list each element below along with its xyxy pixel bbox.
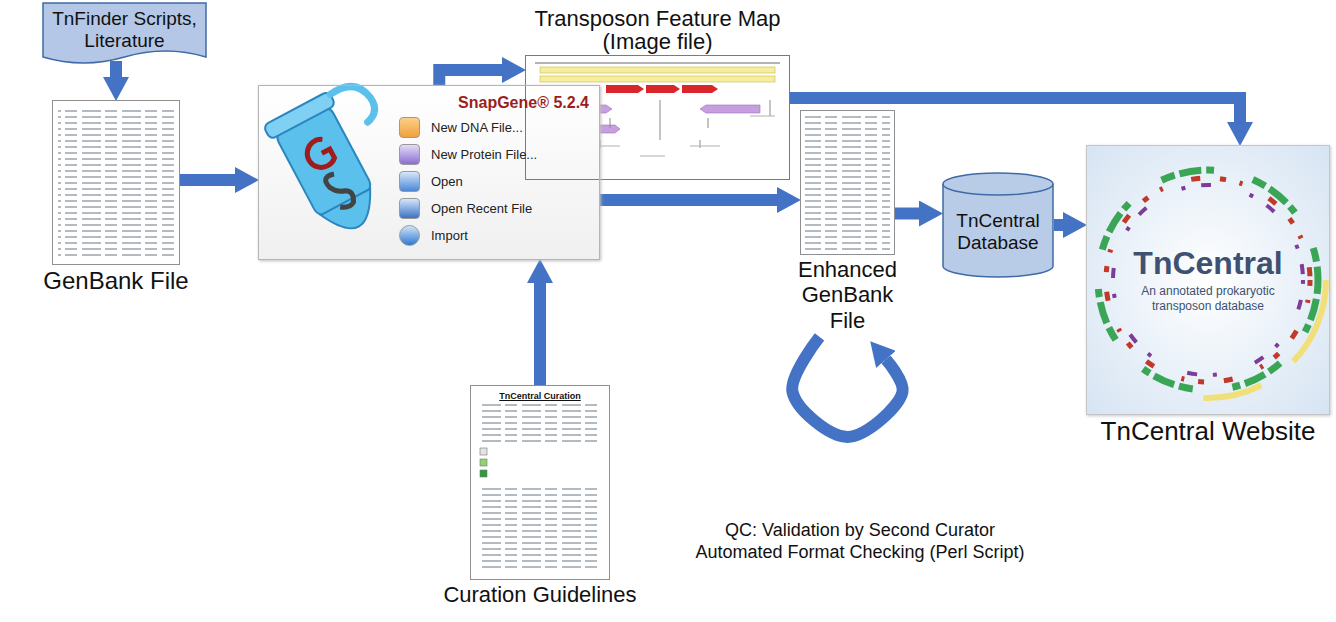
loop-arrow <box>792 337 902 437</box>
cylinder-body <box>943 173 1053 277</box>
flow-arrow <box>895 208 919 220</box>
webtitle-text: TnCentral <box>1133 246 1282 281</box>
snaptitle-text: SnapGene® 5.2.4 <box>259 86 599 116</box>
snapgene-window-background <box>259 86 599 259</box>
tncentral-website-picture <box>1086 145 1330 415</box>
below-text: GenBank File <box>26 267 206 295</box>
tncentral-website-picture <box>1113 185 1303 375</box>
cylinder-rim <box>943 184 1053 195</box>
genbank-file-thumbnail <box>58 106 174 259</box>
image-box: Transposon Feature Map (Image file) <box>525 55 790 180</box>
genbank-file-thumbnail <box>52 100 180 265</box>
above-text: Transposon Feature Map (Image file) <box>523 7 793 53</box>
document-box: TnCentral CurationCuration Guidelines <box>470 385 610 580</box>
enhanced-file-thumbnail <box>805 115 890 250</box>
snapgene-tube-logo <box>263 75 421 244</box>
genbank-file-thumbnail <box>52 100 180 265</box>
banner-outline <box>43 3 206 63</box>
file-box: GenBank File <box>52 100 180 265</box>
feature-map-picture <box>535 62 780 64</box>
curation-guidelines-thumbnail <box>470 385 610 580</box>
software-box: SnapGene® 5.2.4New DNA File...New Protei… <box>258 85 600 260</box>
menu-text: Open Recent File <box>399 197 599 224</box>
below-text: Curation Guidelines <box>420 582 660 607</box>
source-banner: TnFinder Scripts, Literature <box>42 2 207 67</box>
tncentral-website-picture <box>1098 170 1318 390</box>
flow-arrow <box>439 70 502 85</box>
feature-map-picture <box>700 105 760 113</box>
snapgene-window-background <box>259 86 599 259</box>
note-label: QC: Validation by Second Curator Automat… <box>690 520 1030 563</box>
feature-map-picture <box>606 85 644 93</box>
tncentral-website-picture <box>1090 162 1326 398</box>
flow-arrow <box>1054 219 1063 231</box>
flow-arrow <box>534 283 546 385</box>
snapgene-tube-logo <box>263 91 336 140</box>
snapgene-tube-logo <box>324 170 357 210</box>
inner-text: TnFinder Scripts, Literature <box>48 8 201 52</box>
menu-text: New Protein File... <box>399 143 599 170</box>
database-cylinder: TnCentral Database <box>942 172 1054 278</box>
flow-arrow <box>180 174 235 186</box>
enhanced-file-thumbnail <box>800 110 895 255</box>
curation-guidelines-thumbnail <box>470 385 610 580</box>
feature-map-picture <box>646 85 680 93</box>
menu-text: Import <box>399 224 599 251</box>
below-text: TnCentral Website <box>1083 417 1333 447</box>
curation-guidelines-thumbnail <box>478 404 602 442</box>
curation-guidelines-thumbnail <box>480 448 487 455</box>
below-text: Enhanced GenBank File <box>788 257 908 333</box>
curation-guidelines-thumbnail <box>480 459 487 466</box>
curation-guidelines-thumbnail <box>478 484 602 572</box>
tncentral-website-picture <box>1086 145 1330 415</box>
curation-guidelines-thumbnail <box>480 470 487 477</box>
feature-map-picture <box>682 85 718 93</box>
snapgene-tube-logo <box>302 137 336 173</box>
flow-arrow <box>600 194 777 206</box>
dochead-text: TnCentral Curation <box>471 386 609 401</box>
websub-text: An annotated prokaryotic transposon data… <box>1133 284 1283 314</box>
menu-text: New DNA File... <box>399 116 599 143</box>
file-box: Enhanced GenBank File <box>800 110 895 255</box>
tncentral-website-picture <box>1106 178 1310 382</box>
snapgene-tube-logo <box>263 75 421 244</box>
cyl-text: TnCentral Database <box>942 210 1054 254</box>
feature-map-picture <box>540 76 775 82</box>
enhanced-file-thumbnail <box>800 110 895 255</box>
website-box: TnCentralAn annotated prokaryotic transp… <box>1086 145 1330 415</box>
feature-map-picture <box>540 67 775 73</box>
menu-text: Open <box>399 170 599 197</box>
flow-arrow <box>110 61 122 77</box>
